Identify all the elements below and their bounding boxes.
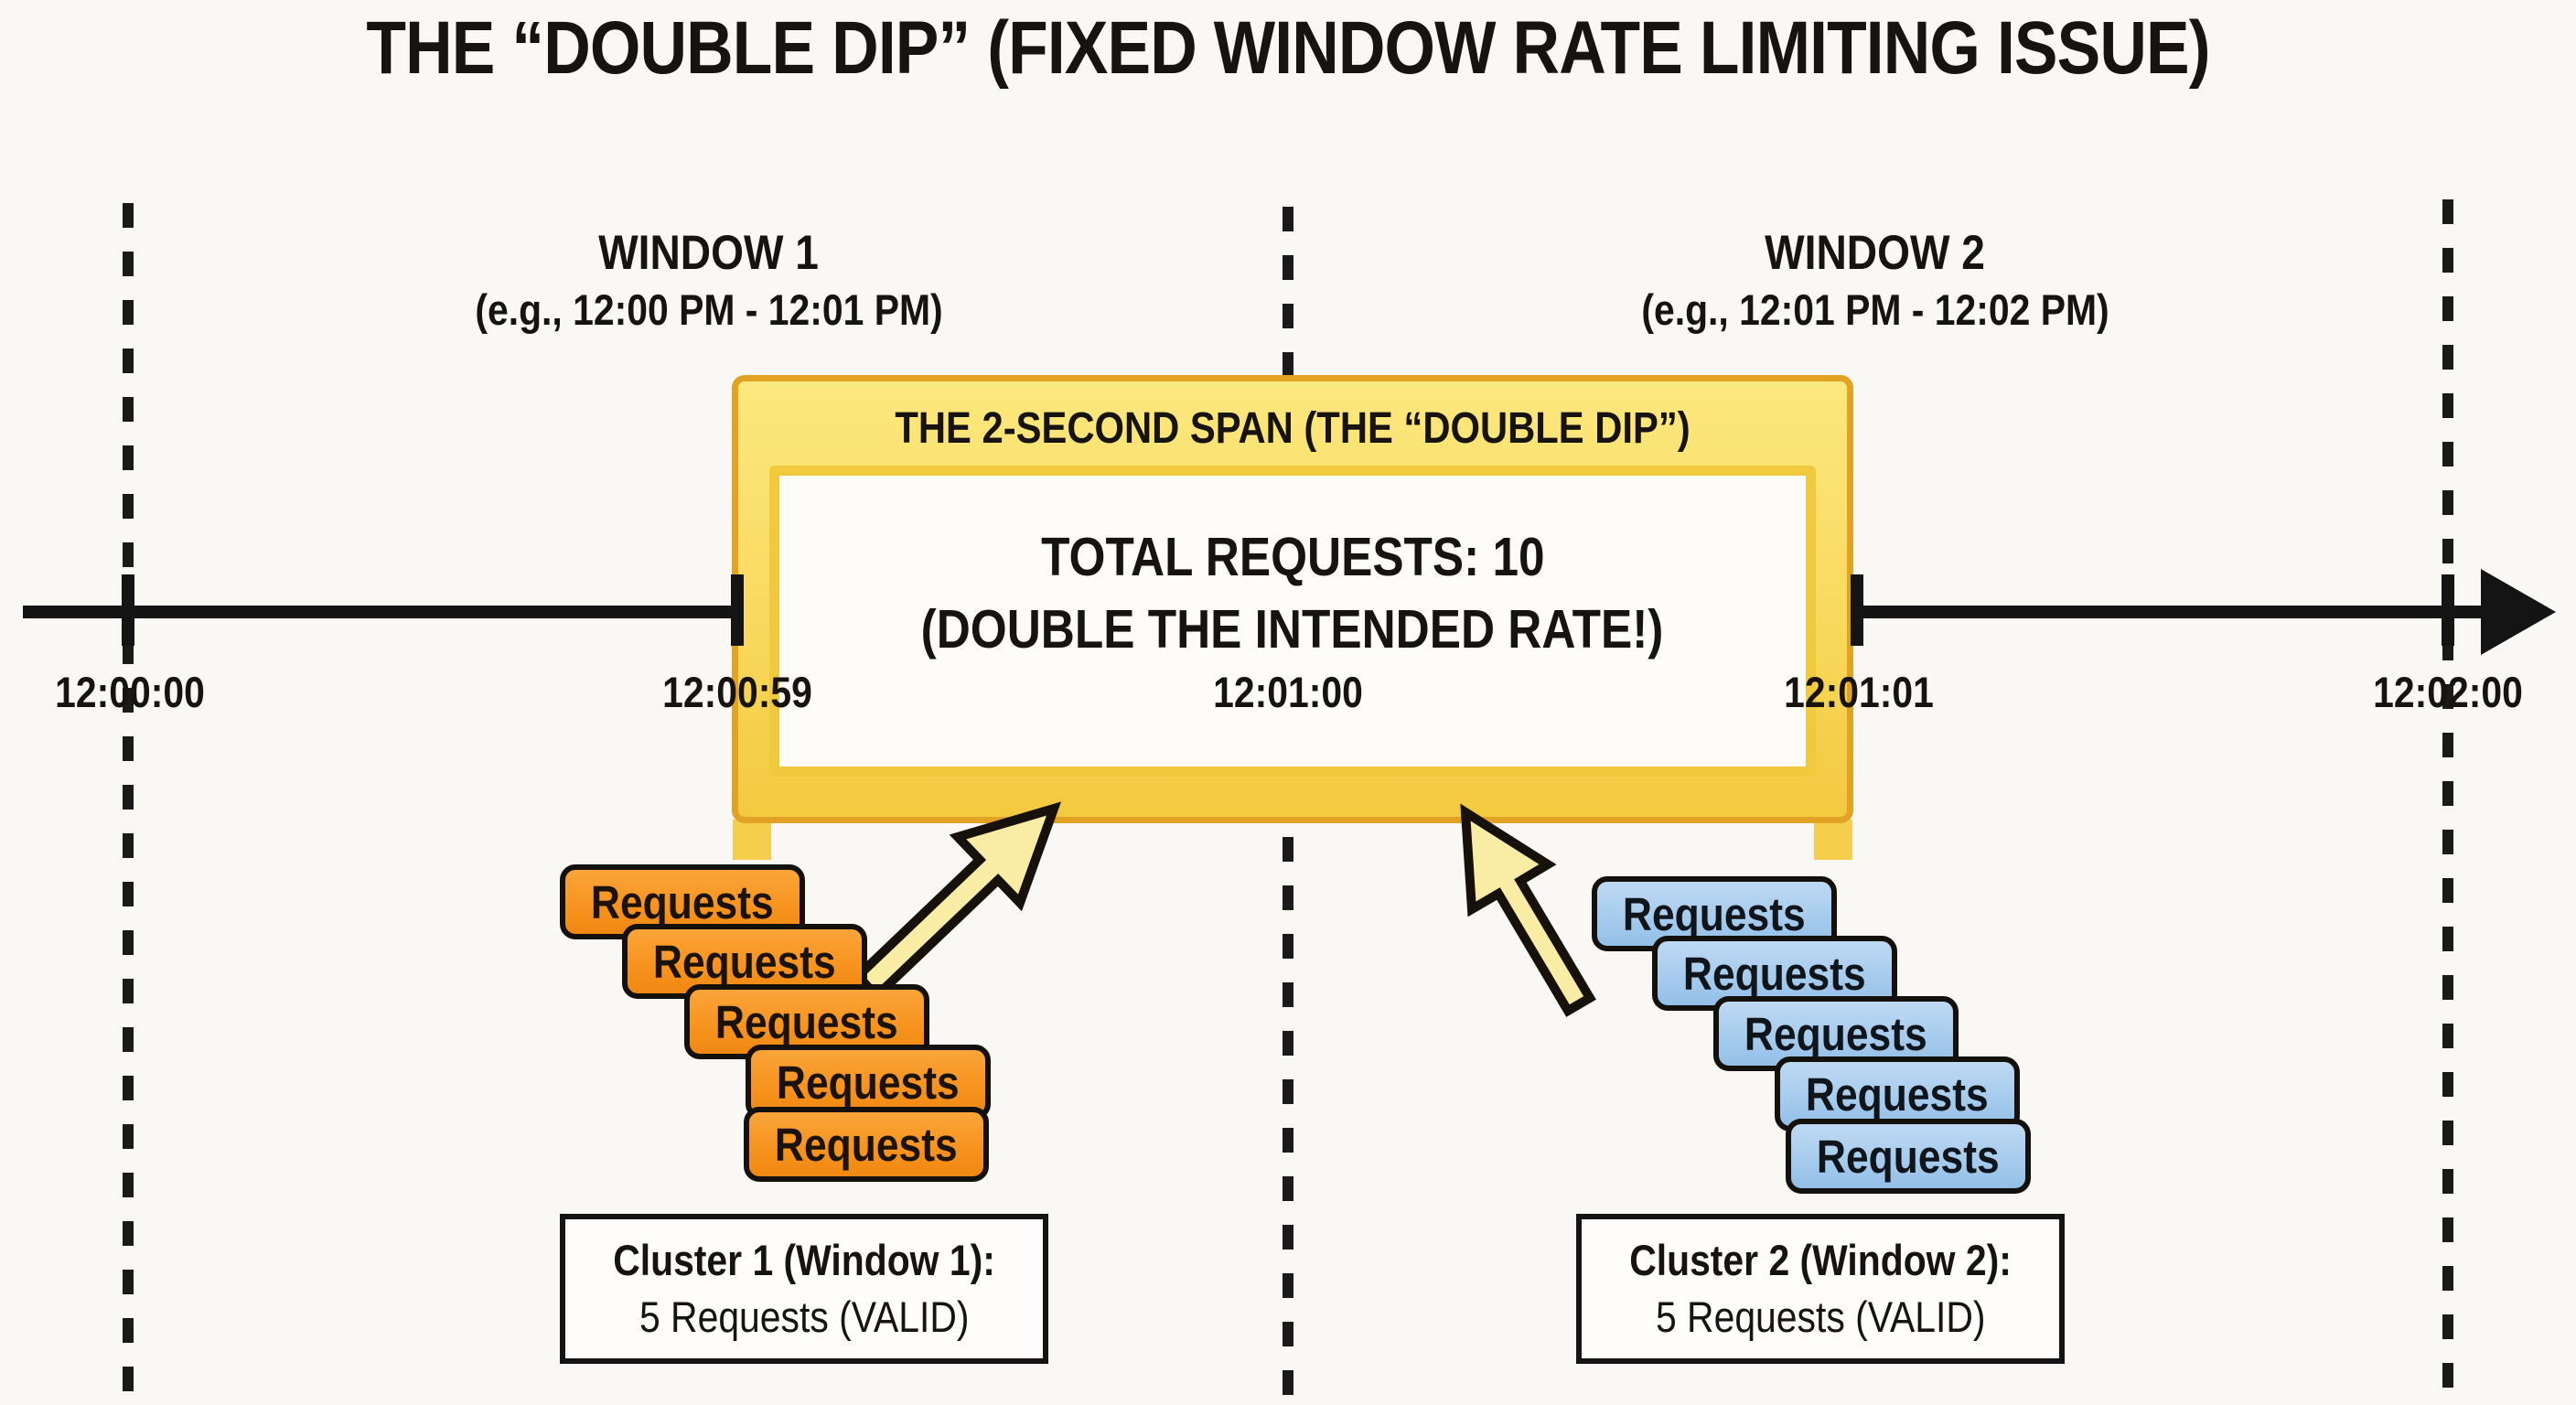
cluster2-caption-value: 5 Requests (VALID) bbox=[1655, 1292, 1986, 1341]
request-box: Requests bbox=[1786, 1119, 2031, 1194]
request-box-label: Requests bbox=[1683, 947, 1866, 1000]
time-label: 12:00:00 bbox=[44, 670, 216, 713]
double-rate-note-text: (DOUBLE THE INTENDED RATE!) bbox=[921, 599, 1664, 660]
span-box-left-foot bbox=[733, 820, 771, 860]
request-box-label: Requests bbox=[775, 1118, 958, 1171]
span-box-header: THE 2-SECOND SPAN (THE “DOUBLE DIP”) bbox=[835, 403, 1749, 455]
time-label-text: 12:00:00 bbox=[55, 668, 205, 716]
request-box-label: Requests bbox=[1744, 1007, 1927, 1060]
span-box-header-text: THE 2-SECOND SPAN (THE “DOUBLE DIP”) bbox=[895, 404, 1690, 453]
window-boundary-dashed-line-left bbox=[123, 203, 134, 1405]
request-box-label: Requests bbox=[777, 1056, 960, 1109]
time-label: 12:02:00 bbox=[2362, 670, 2534, 713]
tick-12-02-00 bbox=[2442, 574, 2454, 646]
timeline-arrowhead-icon bbox=[2481, 569, 2556, 655]
tick-12-00-59 bbox=[731, 574, 744, 646]
time-label-text: 12:01:00 bbox=[1213, 668, 1363, 716]
cluster2-caption-title: Cluster 2 (Window 2): bbox=[1629, 1236, 2012, 1284]
page-title-text: THE “DOUBLE DIP” (FIXED WINDOW RATE LIMI… bbox=[366, 6, 2210, 90]
window1-label: WINDOW 1 (e.g., 12:00 PM - 12:01 PM) bbox=[440, 224, 978, 338]
cluster1-arrow-icon bbox=[852, 801, 1062, 1003]
cluster1-caption: Cluster 1 (Window 1): 5 Requests (VALID) bbox=[560, 1214, 1048, 1364]
total-requests-text: TOTAL REQUESTS: 10 bbox=[1040, 527, 1545, 587]
cluster1-caption-value: 5 Requests (VALID) bbox=[639, 1292, 970, 1341]
cluster2-arrow-icon bbox=[1460, 803, 1596, 1017]
time-label-text: 12:02:00 bbox=[2373, 668, 2523, 716]
double-dip-span-box: THE 2-SECOND SPAN (THE “DOUBLE DIP”) TOT… bbox=[732, 375, 1853, 823]
request-box-label: Requests bbox=[1623, 887, 1806, 940]
window1-range: (e.g., 12:00 PM - 12:01 PM) bbox=[475, 285, 943, 334]
window2-range: (e.g., 12:01 PM - 12:02 PM) bbox=[1641, 285, 2109, 334]
window1-name: WINDOW 1 bbox=[598, 226, 820, 280]
time-label: 12:00:59 bbox=[651, 670, 823, 713]
time-label: 12:01:01 bbox=[1773, 670, 1945, 713]
window-boundary-dashed-line-right bbox=[2442, 199, 2453, 1405]
cluster1-caption-title: Cluster 1 (Window 1): bbox=[613, 1236, 995, 1284]
request-box-label: Requests bbox=[653, 935, 836, 988]
time-label-text: 12:01:01 bbox=[1784, 668, 1934, 716]
request-box: Requests bbox=[744, 1107, 989, 1182]
tick-12-00-00 bbox=[122, 574, 134, 646]
span-box-inner-panel: TOTAL REQUESTS: 10 (DOUBLE THE INTENDED … bbox=[769, 466, 1816, 777]
request-box-label: Requests bbox=[1806, 1067, 1989, 1121]
window2-label: WINDOW 2 (e.g., 12:01 PM - 12:02 PM) bbox=[1606, 224, 2144, 338]
cluster2-caption: Cluster 2 (Window 2): 5 Requests (VALID) bbox=[1576, 1214, 2065, 1364]
request-box-label: Requests bbox=[591, 875, 774, 928]
page-title: THE “DOUBLE DIP” (FIXED WINDOW RATE LIMI… bbox=[229, 5, 2347, 91]
request-box-label: Requests bbox=[1817, 1130, 2000, 1183]
tick-12-01-01 bbox=[1851, 574, 1863, 646]
time-label-text: 12:00:59 bbox=[662, 668, 812, 716]
time-label: 12:01:00 bbox=[1202, 670, 1374, 713]
window2-name: WINDOW 2 bbox=[1765, 226, 1986, 280]
span-box-right-foot bbox=[1814, 820, 1852, 860]
request-box-label: Requests bbox=[715, 995, 898, 1048]
